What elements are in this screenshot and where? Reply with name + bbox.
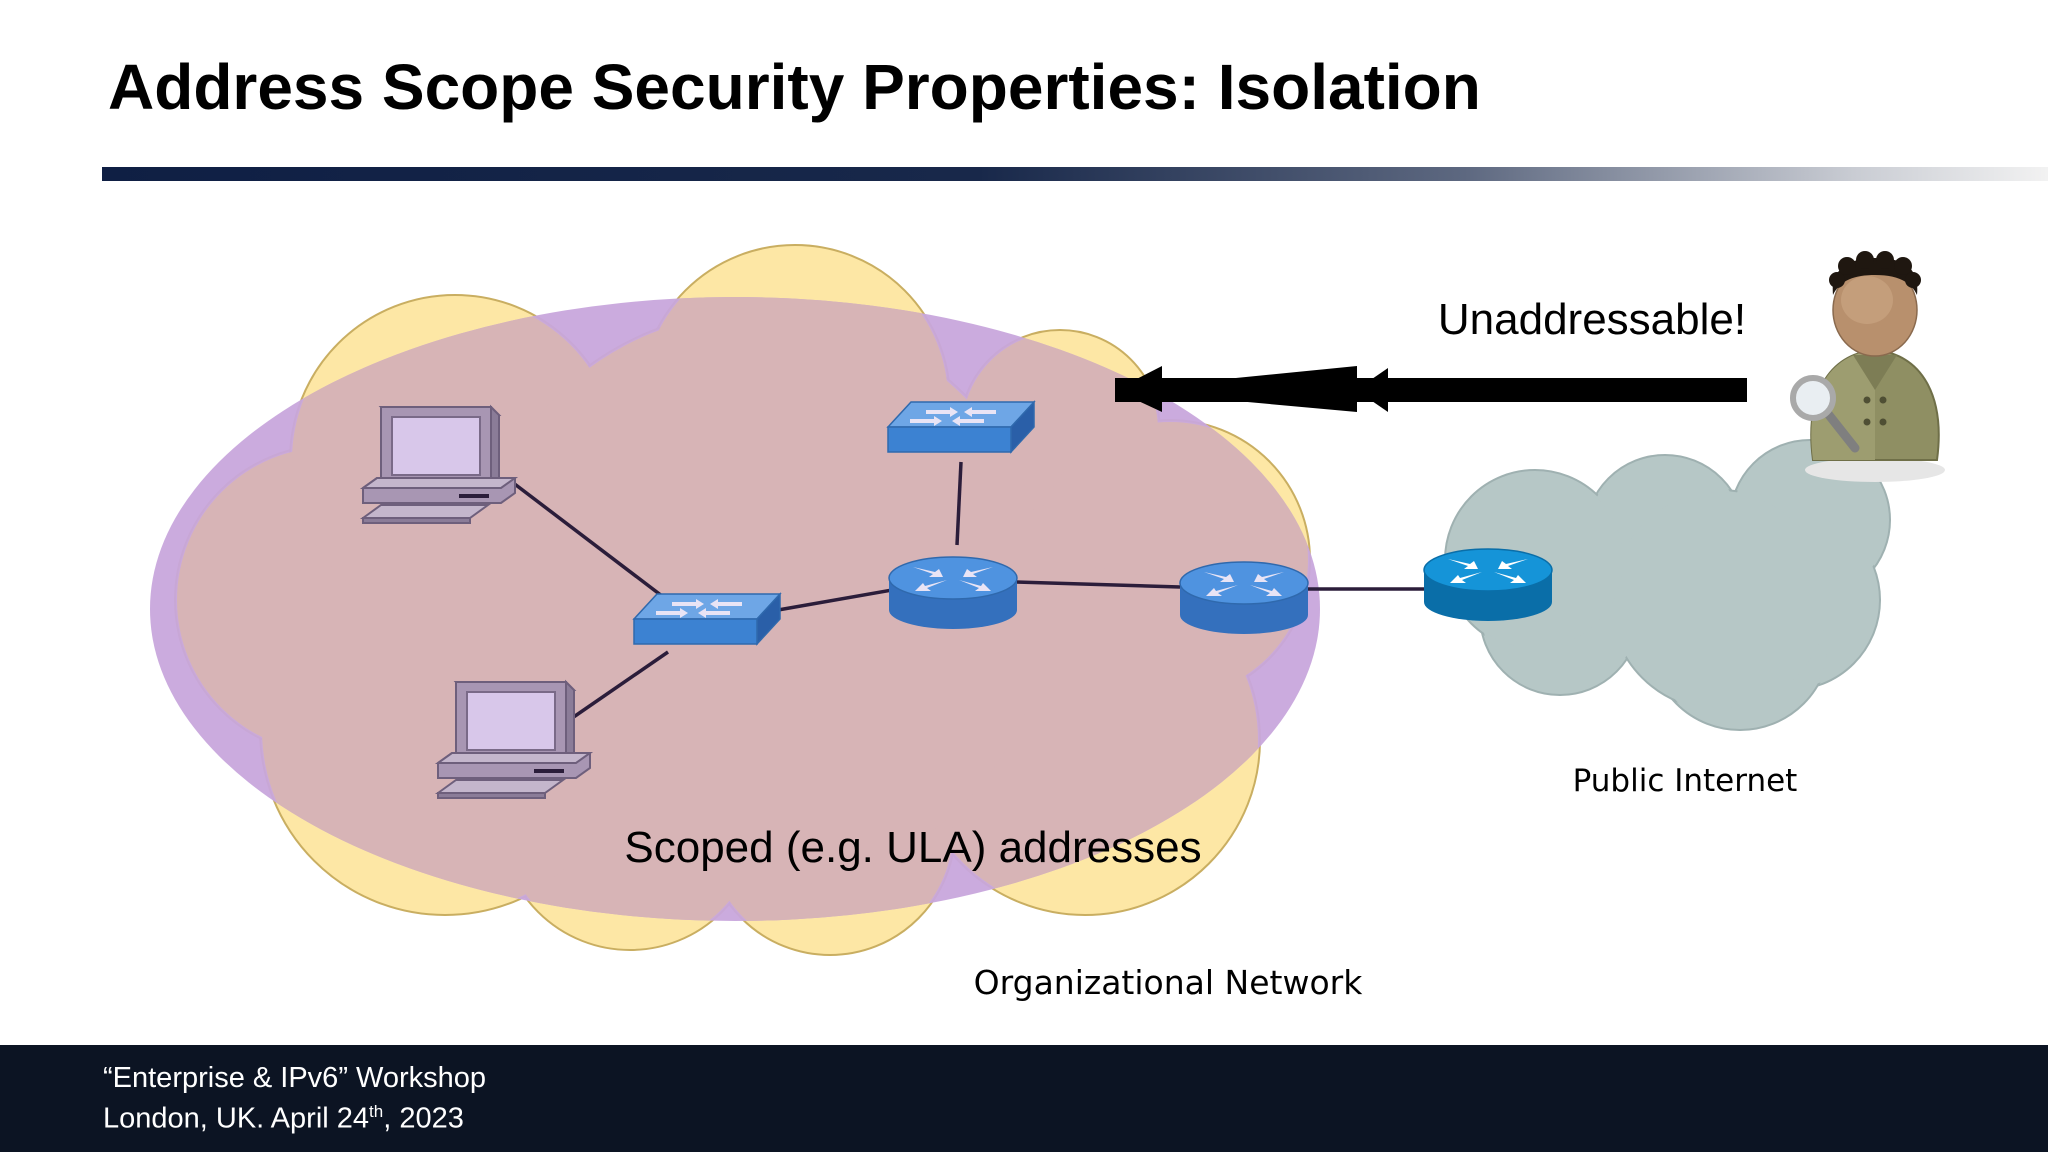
link-router-switch-top xyxy=(955,461,963,546)
footer-workshop-name: “Enterprise & IPv6” Workshop xyxy=(103,1062,487,1094)
organizational-network-caption: Organizational Network xyxy=(974,963,1364,1002)
title-underline xyxy=(102,167,2048,181)
network-links xyxy=(510,461,1428,727)
footer-location-date: London, UK. April 24th, 2023 xyxy=(103,1102,464,1136)
attacker-icon xyxy=(1790,251,1945,482)
router-icon xyxy=(888,556,1018,629)
desktop-computer-icon xyxy=(359,404,519,524)
footer-year: , 2023 xyxy=(383,1102,464,1135)
unaddressable-label: Unaddressable! xyxy=(1438,295,1746,344)
switch-icon xyxy=(886,400,1036,454)
router-icon xyxy=(1179,561,1309,634)
scoped-addresses-label: Scoped (e.g. ULA) addresses xyxy=(624,823,1201,872)
left-arrow-icon xyxy=(1115,366,1747,412)
footer-location: London, UK. April 24 xyxy=(103,1102,370,1135)
public-internet-caption: Public Internet xyxy=(1573,763,1798,799)
switch-icon xyxy=(632,592,782,646)
network-diagram: Unaddressable! Scoped (e.g. ULA) address… xyxy=(150,244,1945,1002)
slide-title: Address Scope Security Properties: Isola… xyxy=(108,51,1481,123)
scope-overlap-region xyxy=(177,297,1308,921)
link-pc2-switch xyxy=(561,650,669,727)
edge-router-icon xyxy=(1423,548,1553,621)
link-switch-router xyxy=(777,588,893,612)
desktop-computer-icon xyxy=(434,679,594,799)
footer-bar xyxy=(0,1045,2048,1152)
link-pc1-switch xyxy=(510,480,664,598)
link-router-router xyxy=(1014,580,1181,589)
footer-ordinal: th xyxy=(369,1102,384,1121)
